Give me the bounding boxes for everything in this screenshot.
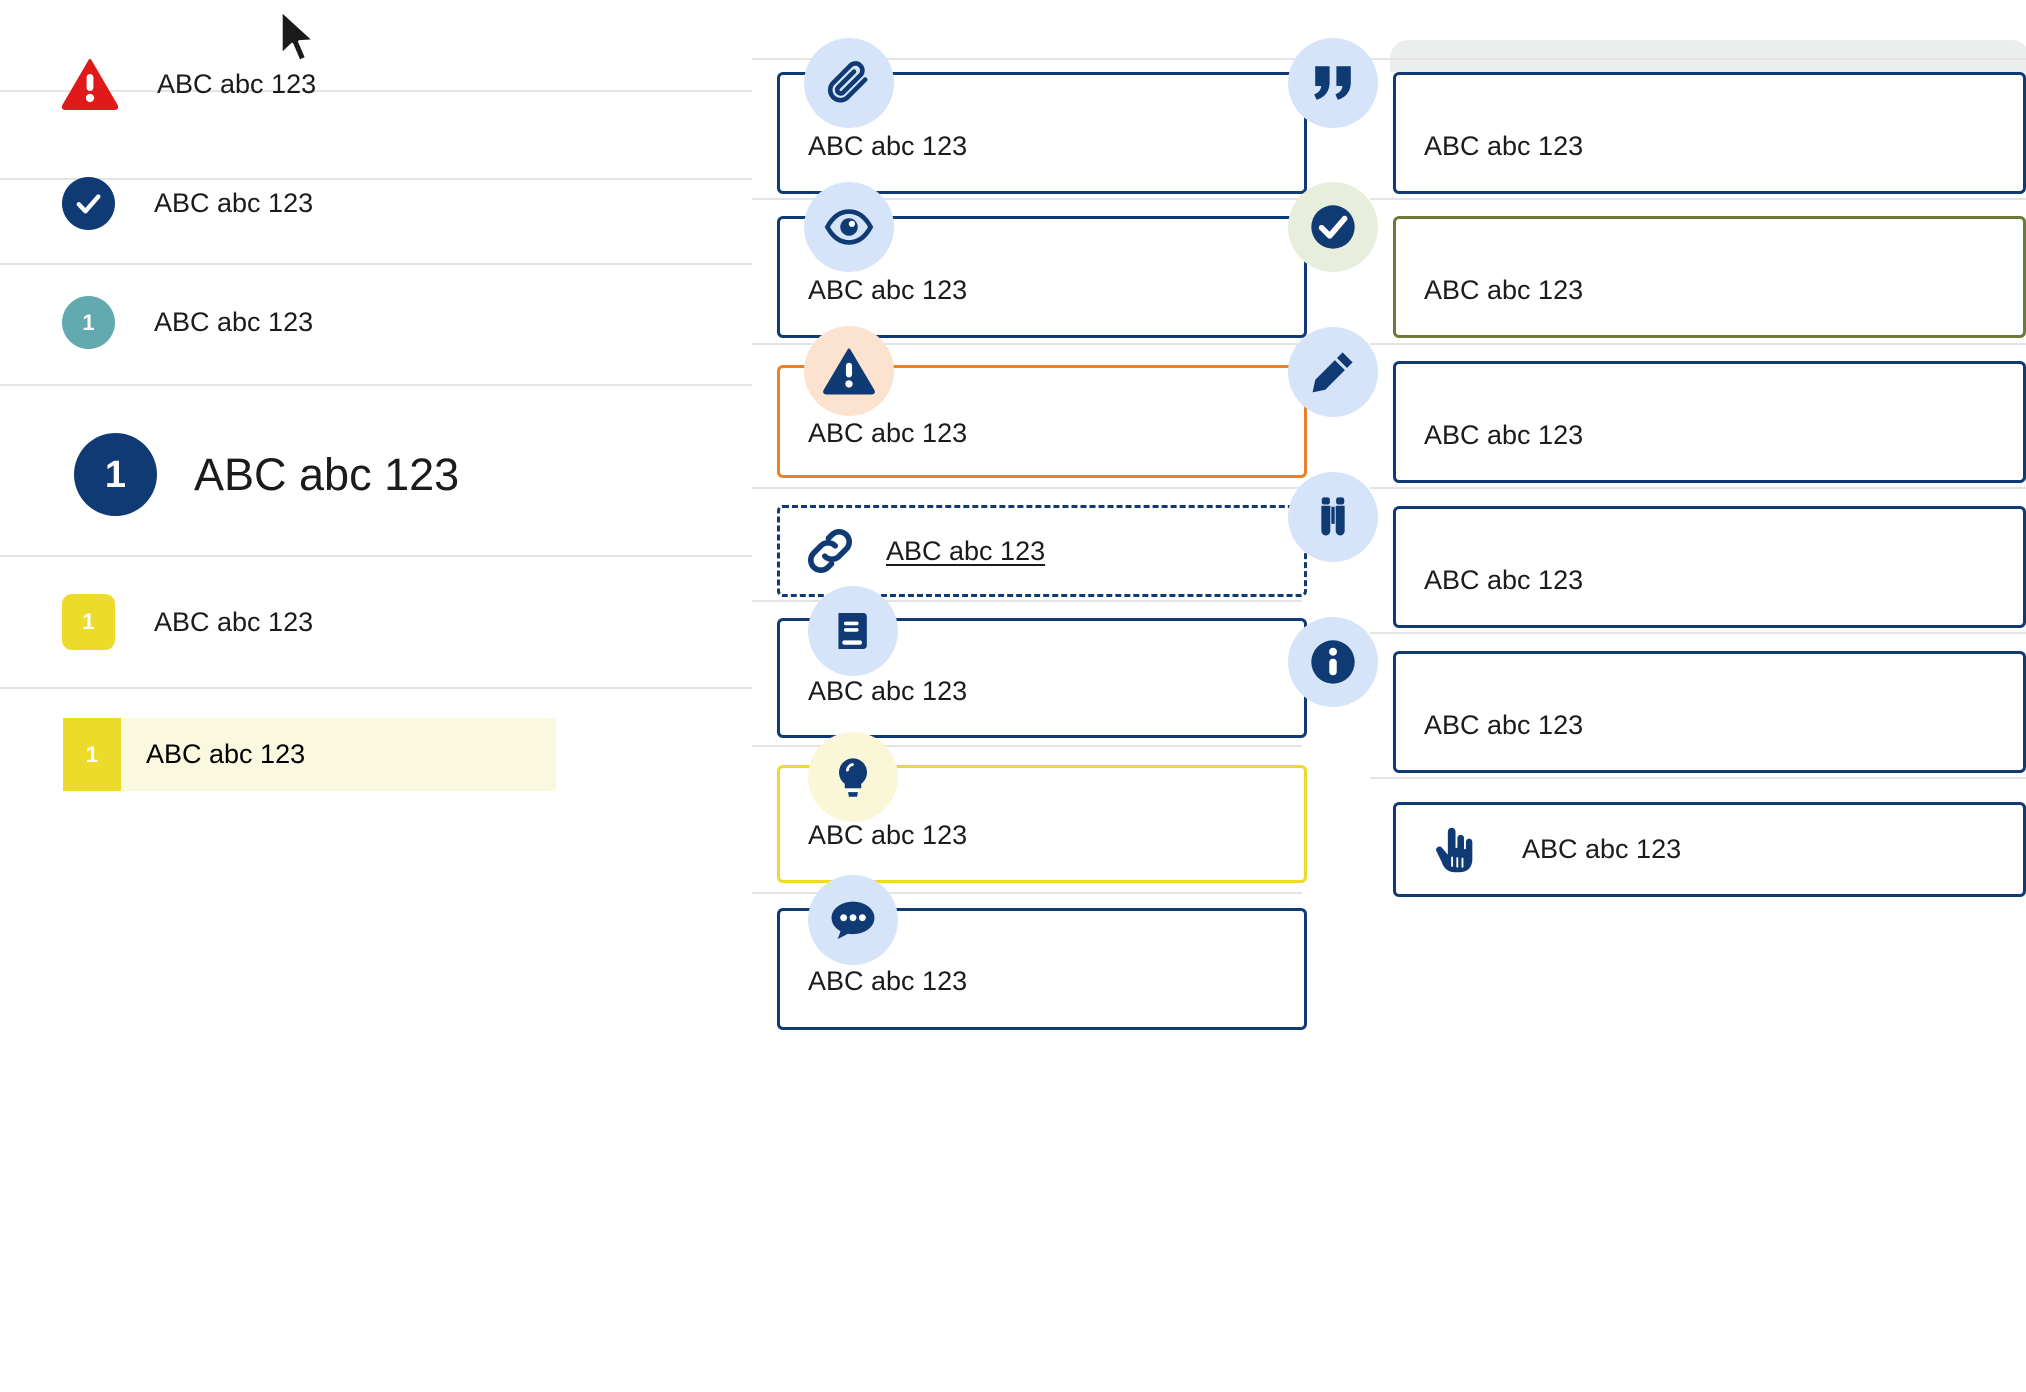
number-badge-icon: 1	[62, 594, 115, 650]
list-item-label: ABC abc 123	[146, 739, 306, 769]
check-circle-icon	[62, 177, 115, 230]
card-info[interactable]: ABC abc 123	[1393, 651, 2026, 773]
list-item-label: ABC abc 123	[194, 448, 460, 500]
divider	[1370, 777, 2026, 779]
chat-bubble-icon	[808, 875, 898, 965]
card-label: ABC abc 123	[808, 418, 968, 448]
warning-triangle-icon	[804, 326, 894, 416]
card-label: ABC abc 123	[808, 275, 968, 305]
hand-pointer-icon	[1430, 823, 1480, 877]
divider	[752, 892, 1302, 894]
number-badge-icon: 1	[74, 433, 157, 516]
warning-triangle-icon	[62, 58, 118, 110]
card-label: ABC abc 123	[1424, 131, 1584, 161]
card-link[interactable]: ABC abc 123	[777, 505, 1307, 597]
number-badge-icon: 1	[62, 296, 115, 349]
card-warning[interactable]: ABC abc 123	[777, 365, 1307, 478]
badge-number: 1	[104, 453, 127, 496]
card-label: ABC abc 123	[1424, 420, 1584, 450]
card-label: ABC abc 123	[1424, 275, 1584, 305]
list-item-label: ABC abc 123	[154, 307, 314, 337]
divider	[752, 745, 1302, 747]
card-link-label[interactable]: ABC abc 123	[886, 535, 1046, 566]
list-item-warning[interactable]: ABC abc 123	[62, 58, 316, 110]
card-label: ABC abc 123	[808, 676, 968, 706]
card-observe[interactable]: ABC abc 123	[1393, 506, 2026, 628]
card-label: ABC abc 123	[1424, 710, 1584, 740]
divider	[0, 687, 752, 689]
divider	[1370, 632, 2026, 634]
divider	[752, 600, 1302, 602]
paperclip-icon	[804, 38, 894, 128]
card-label: ABC abc 123	[1424, 565, 1584, 595]
list-item-label: ABC abc 123	[157, 68, 317, 99]
binoculars-icon	[1288, 472, 1378, 562]
card-label: ABC abc 123	[808, 966, 968, 996]
badge-number: 1	[82, 609, 95, 634]
divider	[0, 90, 752, 92]
info-circle-icon	[1288, 617, 1378, 707]
lightbulb-icon	[808, 732, 898, 822]
divider	[1370, 343, 2026, 345]
divider	[0, 555, 752, 557]
badge-number: 1	[82, 309, 95, 335]
list-item-step-yellow[interactable]: 1 ABC abc 123	[62, 594, 313, 650]
divider	[0, 263, 752, 265]
divider	[752, 198, 1302, 200]
divider	[0, 178, 752, 180]
divider	[0, 384, 752, 386]
divider	[752, 58, 1302, 60]
panel-header-strip	[1390, 40, 2026, 72]
selected-indicator-bar: 1	[63, 718, 121, 791]
card-visibility[interactable]: ABC abc 123	[777, 216, 1307, 338]
divider	[1370, 487, 2026, 489]
divider	[752, 487, 1302, 489]
card-label: ABC abc 123	[808, 820, 968, 850]
list-item-label: ABC abc 123	[154, 606, 314, 637]
card-label: ABC abc 123	[808, 131, 968, 161]
book-icon	[808, 586, 898, 676]
card-success[interactable]: ABC abc 123	[1393, 216, 2026, 338]
divider	[1370, 198, 2026, 200]
card-edit[interactable]: ABC abc 123	[1393, 361, 2026, 483]
list-item-label: ABC abc 123	[154, 188, 314, 218]
mouse-pointer-icon	[278, 8, 320, 71]
divider	[752, 343, 1302, 345]
divider	[1370, 58, 2026, 60]
check-circle-icon	[1288, 182, 1378, 272]
list-item-step-teal[interactable]: 1 ABC abc 123	[62, 296, 313, 349]
eye-icon	[804, 182, 894, 272]
left-panel: ABC abc 123 ABC abc 123 1 ABC abc 123 1 …	[0, 0, 752, 1392]
pencil-icon	[1288, 327, 1378, 417]
card-action[interactable]: ABC abc 123	[1393, 802, 2026, 897]
link-icon	[804, 525, 856, 577]
list-item-check[interactable]: ABC abc 123	[62, 177, 313, 230]
list-item-selected[interactable]: 1 ABC abc 123	[63, 718, 556, 791]
quote-icon	[1288, 38, 1378, 128]
badge-number: 1	[85, 741, 99, 767]
card-label: ABC abc 123	[1522, 834, 1682, 864]
list-item-step-primary[interactable]: 1 ABC abc 123	[74, 433, 459, 516]
card-quote[interactable]: ABC abc 123	[1393, 72, 2026, 194]
